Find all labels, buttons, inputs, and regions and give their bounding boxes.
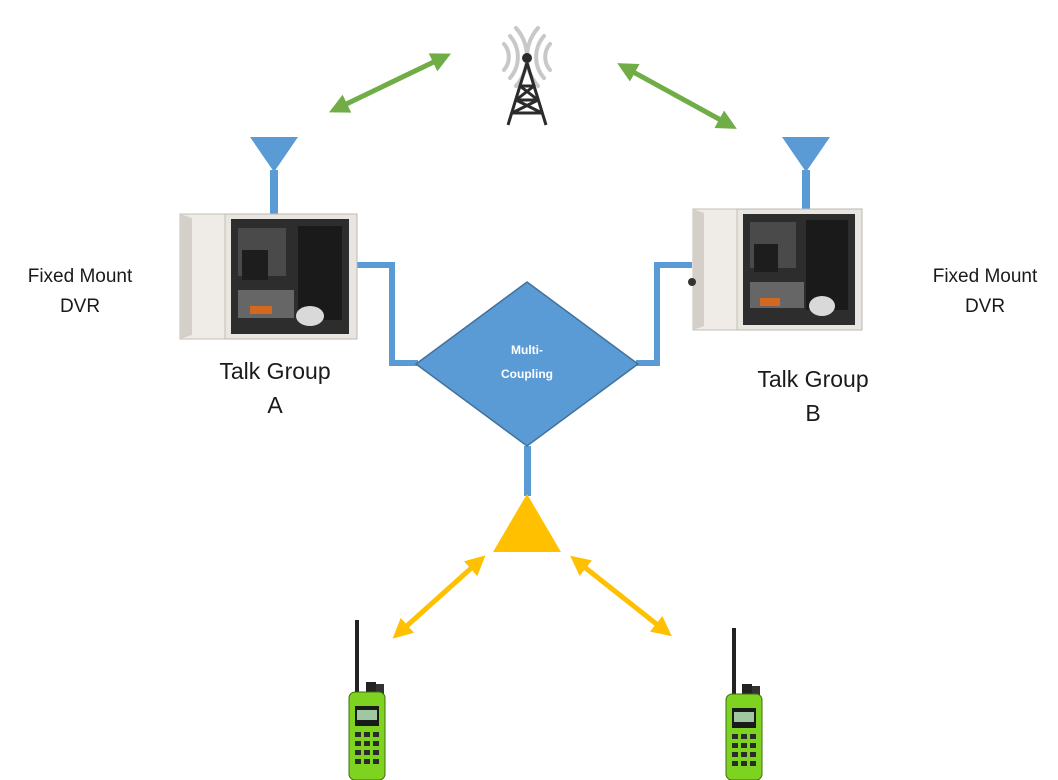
portable-radio-icon (725, 628, 763, 780)
wire-left (355, 262, 418, 366)
multi-coupling-line1: Multi- (511, 343, 543, 357)
antenna-icon (782, 137, 830, 210)
green-link-left (328, 53, 452, 113)
cell-tower-icon (502, 26, 552, 126)
left-side-label-line1: Fixed Mount (27, 266, 133, 287)
left-side-label: Fixed Mount DVR (0, 262, 165, 322)
talk-group-a-line1: Talk Group (219, 358, 331, 384)
talk-group-b-line1: Talk Group (757, 366, 869, 392)
talk-group-b-label: Talk Group B (728, 362, 898, 430)
antenna-icon (250, 137, 298, 216)
right-side-label: Fixed Mount DVR (900, 262, 1058, 322)
left-side-label-line2: DVR (59, 296, 101, 317)
portable-radio-icon (348, 620, 386, 780)
talk-group-a-line2: A (267, 392, 283, 418)
talk-group-b-line2: B (805, 400, 821, 426)
dvr-cabinet-icon (688, 208, 863, 331)
multi-coupling-diamond (414, 281, 640, 447)
multi-coupling-label: Multi- Coupling (482, 338, 572, 386)
wire-down (524, 446, 531, 496)
yellow-link-left (392, 555, 486, 639)
wire-right (636, 262, 692, 366)
yellow-link-right (570, 555, 672, 637)
antenna-icon (493, 494, 561, 552)
talk-group-a-label: Talk Group A (190, 354, 360, 422)
dvr-cabinet-icon (179, 213, 358, 340)
green-link-right (617, 63, 737, 129)
right-side-label-line1: Fixed Mount (932, 266, 1038, 287)
right-side-label-line2: DVR (964, 296, 1006, 317)
multi-coupling-line2: Coupling (501, 367, 553, 381)
